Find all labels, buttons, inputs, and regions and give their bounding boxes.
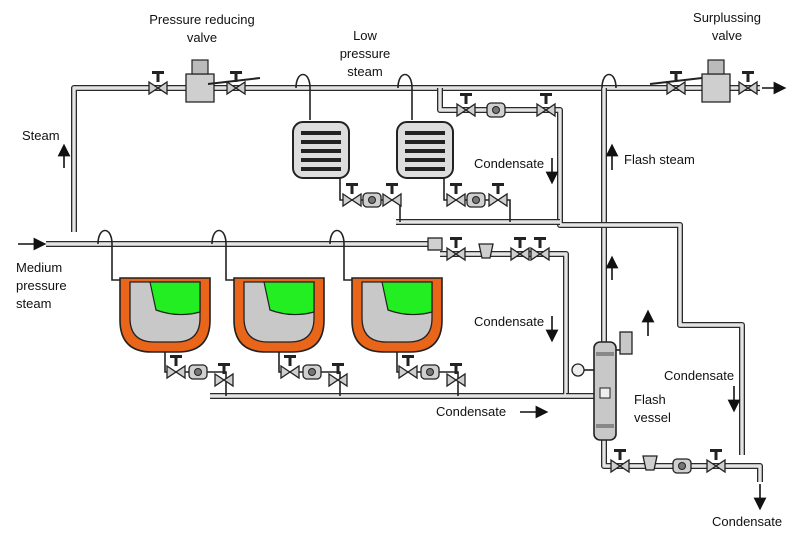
condensate-label-mid: Condensate — [474, 314, 544, 329]
medium-pressure-label: Medium — [16, 260, 62, 275]
jacketed-pan-1 — [111, 244, 234, 396]
medium-pressure-label-3: steam — [16, 296, 51, 311]
jacketed-pan-2 — [225, 244, 348, 396]
lp-trap-set — [437, 88, 745, 455]
low-pressure-label: Low — [353, 28, 377, 43]
flash-vessel — [571, 331, 633, 441]
flash-steam-label: Flash steam — [624, 152, 695, 167]
flow-arrows — [18, 81, 787, 511]
low-pressure-steam-main — [71, 85, 760, 232]
low-pressure-label-3: steam — [347, 64, 382, 79]
unit-heater-2 — [396, 88, 511, 222]
condensate-label-top: Condensate — [474, 156, 544, 171]
flash-vessel-drain — [566, 393, 763, 482]
low-pressure-label-2: pressure — [340, 46, 391, 61]
mp-trap-set — [210, 236, 569, 399]
lp-expansion-loops — [295, 73, 617, 89]
flash-vessel-label: Flash — [634, 392, 666, 407]
jacketed-pan-3 — [343, 244, 466, 396]
flash-vessel-label-2: vessel — [634, 410, 671, 425]
medium-pressure-steam-main — [46, 237, 443, 251]
pressure-reducing-label: Pressure reducing — [149, 12, 255, 27]
condensate-label-exit: Condensate — [712, 514, 782, 529]
mp-expansion-loops — [97, 229, 345, 245]
surplussing-valve — [649, 59, 758, 103]
pressure-reducing-label-2: valve — [187, 30, 217, 45]
pressure-reducing-valve — [148, 59, 261, 103]
steam-label: Steam — [22, 128, 60, 143]
condensate-label-right: Condensate — [664, 368, 734, 383]
surplussing-label: Surplussing — [693, 10, 761, 25]
unit-heater-1 — [292, 88, 402, 222]
medium-pressure-label-2: pressure — [16, 278, 67, 293]
diagram-labels: Pressure reducing valve Low pressure ste… — [16, 10, 782, 529]
surplussing-label-2: valve — [712, 28, 742, 43]
condensate-label-bottom: Condensate — [436, 404, 506, 419]
